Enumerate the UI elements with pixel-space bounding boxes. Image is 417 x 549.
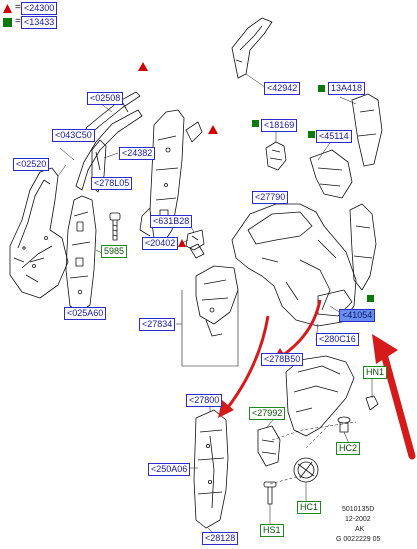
callout-18169[interactable]: <18169 — [261, 119, 298, 132]
callout-278B50[interactable]: <278B50 — [261, 353, 304, 366]
callout-250A06[interactable]: <250A06 — [148, 463, 191, 476]
callout-5985[interactable]: 5985 — [101, 245, 128, 258]
callout-631B28[interactable]: <631B28 — [150, 215, 193, 228]
quarter-panel-part — [231, 203, 357, 327]
pillar-strip-part — [75, 109, 143, 191]
legend-equals: = — [15, 2, 21, 13]
legend-square-ref[interactable]: <13433 — [21, 16, 58, 29]
footer-drawing-number: 5010135D — [342, 506, 375, 513]
green-square-markers — [252, 85, 374, 302]
big-red-pointer-arrow — [372, 334, 416, 460]
clip-part — [265, 141, 287, 171]
front-side-panel-part — [9, 167, 69, 299]
callout-27834[interactable]: <27834 — [139, 318, 176, 331]
push-pin-fastener-part — [337, 416, 351, 433]
callout-025A60[interactable]: <025A60 — [64, 307, 107, 320]
reinforcement-part — [309, 149, 353, 199]
lower-panel-assembly-part — [193, 409, 229, 529]
callout-HN1[interactable]: HN1 — [363, 366, 388, 379]
green-square-icon — [3, 18, 12, 27]
callout-HC1[interactable]: HC1 — [297, 501, 322, 514]
footer-graphic-id: G 0022229 05 — [336, 536, 381, 543]
callout-278L05[interactable]: <278L05 — [91, 177, 133, 190]
center-pillar-assembly-part — [139, 109, 203, 243]
callout-HC2[interactable]: HC2 — [336, 442, 361, 455]
callout-41054[interactable]: <41054 — [339, 309, 376, 322]
callout-27790[interactable]: <27790 — [252, 191, 289, 204]
callout-02520[interactable]: <02520 — [13, 158, 50, 171]
roof-rail-part — [231, 17, 273, 79]
wheel-liner-part — [285, 355, 355, 437]
callout-24382[interactable]: <24382 — [119, 147, 156, 160]
callout-13A418[interactable]: 13A418 — [328, 82, 366, 95]
legend-equals: = — [15, 16, 21, 27]
wheelhouse-inner-part — [189, 243, 239, 337]
footer-code: AK — [355, 526, 365, 533]
callout-02508[interactable]: <02508 — [87, 92, 124, 105]
splash-shield-part — [257, 425, 281, 467]
callout-27992[interactable]: <27992 — [249, 407, 286, 420]
red-triangle-icon — [3, 4, 12, 13]
bolt-part — [109, 212, 121, 241]
rear-pillar-part — [349, 203, 377, 291]
pillar-bracket-part — [351, 93, 383, 167]
fuel-cap-part — [293, 457, 319, 483]
bracket-part — [185, 229, 205, 251]
nut-part — [365, 395, 379, 411]
callout-HS1[interactable]: HS1 — [260, 524, 284, 537]
callout-27800[interactable]: <27800 — [186, 394, 223, 407]
callout-280C16[interactable]: <280C16 — [316, 333, 359, 346]
callout-28128[interactable]: <28128 — [202, 532, 239, 545]
callout-45114[interactable]: <45114 — [316, 130, 352, 143]
callout-043C50[interactable]: <043C50 — [52, 129, 95, 142]
legend-triangle-ref[interactable]: <24300 — [21, 2, 58, 15]
callout-20402[interactable]: <20402 — [142, 237, 179, 250]
callout-42942[interactable]: <42942 — [264, 82, 301, 95]
red-triangle-markers — [138, 62, 218, 247]
inner-pillar-part — [65, 195, 97, 313]
screw-part — [263, 481, 277, 505]
footer-date: 12-2002 — [345, 516, 371, 523]
